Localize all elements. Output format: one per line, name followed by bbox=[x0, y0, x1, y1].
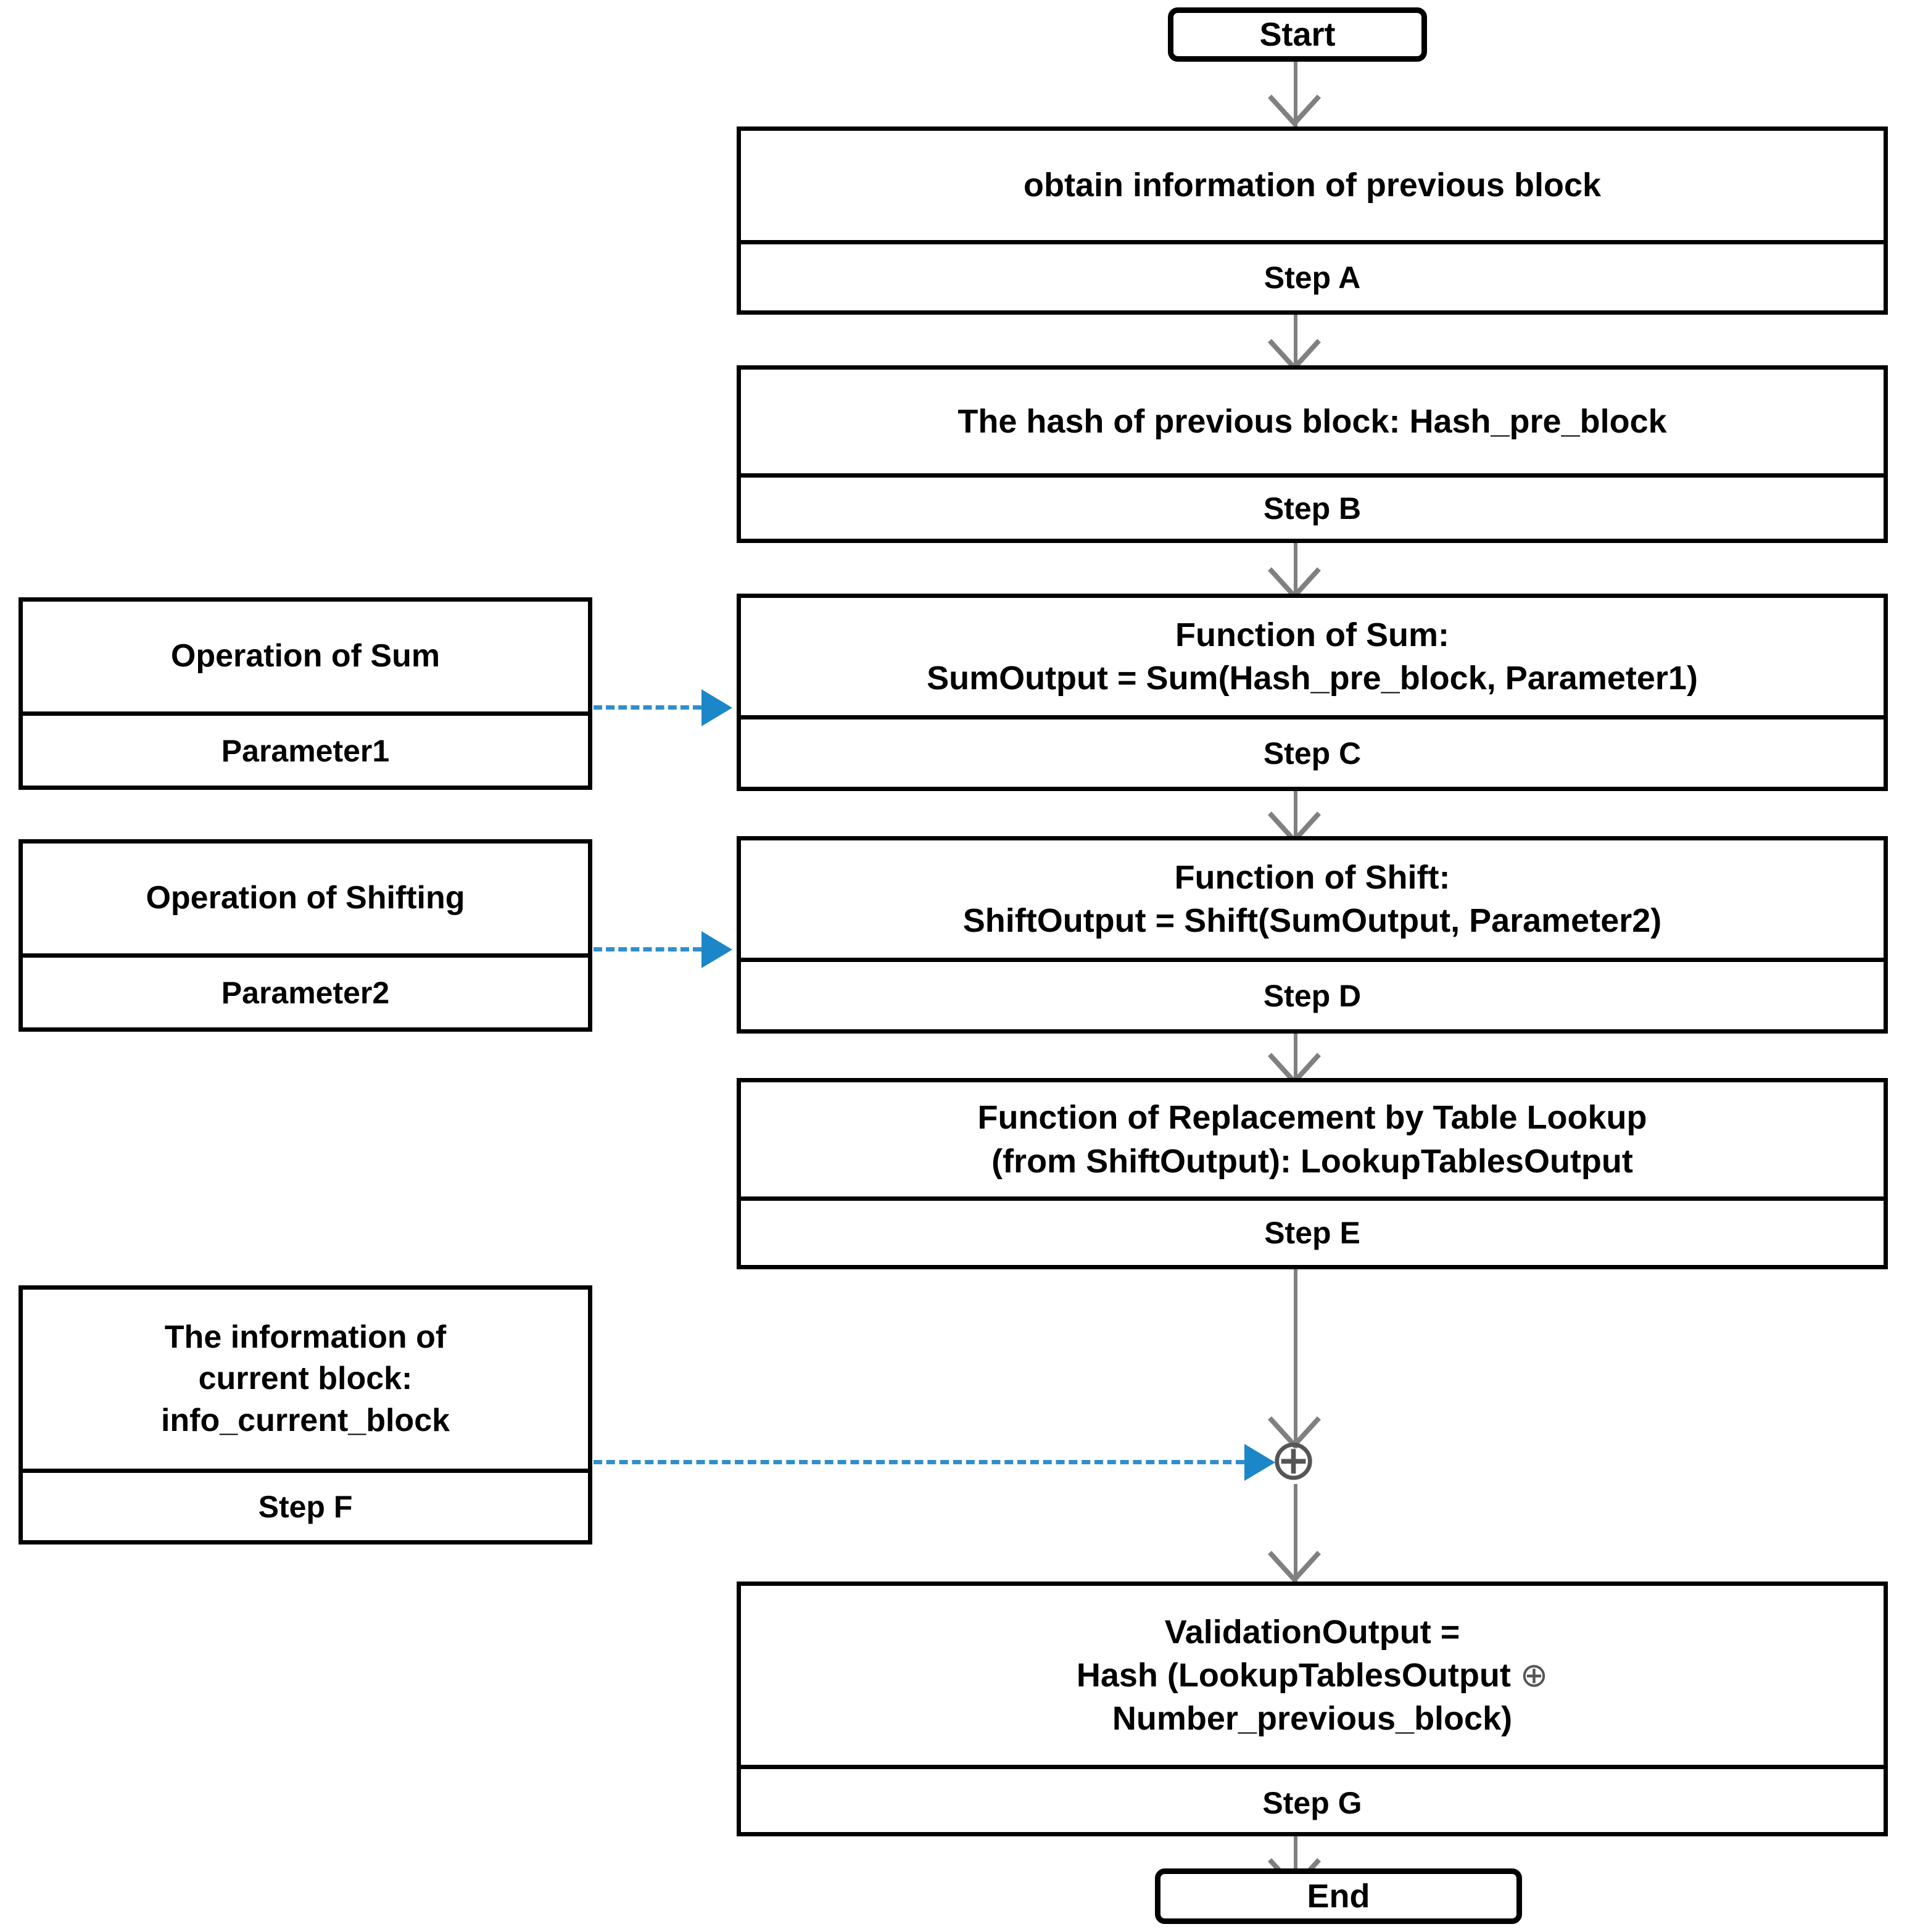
node-step-d-divider bbox=[741, 958, 1884, 962]
node-step-g-line1: ValidationOutput = bbox=[1164, 1613, 1460, 1651]
connector-b-to-c bbox=[1294, 543, 1297, 602]
node-step-d-line2: ShiftOutput = Shift(SumOutput, Parameter… bbox=[962, 902, 1662, 939]
node-step-e-line1: Function of Replacement by Table Lookup bbox=[977, 1099, 1647, 1137]
connector-d-to-e bbox=[1294, 1034, 1297, 1087]
node-operation-of-shifting-step: Parameter2 bbox=[221, 975, 390, 1010]
node-step-g-line3: Number_previous_block) bbox=[1112, 1700, 1513, 1738]
node-step-g: ValidationOutput = Hash (LookupTablesOut… bbox=[737, 1582, 1888, 1836]
node-step-e-line2: (from ShiftOutput): LookupTablesOutput bbox=[991, 1142, 1633, 1180]
node-info-current-block-body: The information of current block: info_c… bbox=[23, 1290, 588, 1469]
node-info-current-block-line2: current block: bbox=[198, 1361, 413, 1397]
connector-xor-to-g bbox=[1294, 1484, 1297, 1586]
terminator-end-label: End bbox=[1307, 1878, 1370, 1915]
node-step-b-step: Step B bbox=[1263, 491, 1362, 526]
node-step-e-step: Step E bbox=[1264, 1216, 1360, 1250]
node-info-current-block-line3: info_current_block bbox=[160, 1402, 450, 1438]
node-info-current-block-line1: The information of bbox=[164, 1319, 447, 1355]
connector-e-to-xor bbox=[1294, 1269, 1297, 1448]
node-step-g-line2-text: Hash (LookupTablesOutput bbox=[1076, 1656, 1511, 1694]
node-operation-of-sum-divider bbox=[23, 711, 588, 716]
terminator-start: Start bbox=[1168, 7, 1427, 62]
node-step-a-divider bbox=[741, 240, 1884, 244]
node-step-c-line1: Function of Sum: bbox=[1175, 616, 1449, 653]
node-operation-of-sum-step: Parameter1 bbox=[221, 733, 390, 768]
node-step-c-divider bbox=[741, 715, 1884, 719]
dashed-connector-f-to-xor bbox=[594, 1460, 1244, 1464]
node-step-b-divider bbox=[741, 473, 1884, 478]
node-step-g-line2: Hash (LookupTablesOutput ⊕ bbox=[1077, 1654, 1548, 1697]
node-operation-of-sum: Operation of Sum Parameter1 bbox=[19, 597, 592, 790]
node-step-a: obtain information of previous block Ste… bbox=[737, 126, 1888, 315]
node-step-c-body: Function of Sum: SumOutput = Sum(Hash_pr… bbox=[741, 598, 1884, 715]
dashed-connector-shift-to-d bbox=[594, 947, 701, 951]
connector-g-to-end bbox=[1294, 1836, 1297, 1895]
node-operation-of-shifting: Operation of Shifting Parameter2 bbox=[19, 839, 592, 1032]
node-step-d: Function of Shift: ShiftOutput = Shift(S… bbox=[737, 836, 1888, 1034]
node-step-a-step: Step A bbox=[1264, 260, 1361, 295]
node-operation-of-sum-body: Operation of Sum bbox=[170, 638, 441, 674]
node-step-c-step: Step C bbox=[1263, 736, 1362, 771]
dashed-arrowhead-f-to-xor bbox=[1244, 1444, 1275, 1481]
node-step-e-body: Function of Replacement by Table Lookup … bbox=[741, 1082, 1884, 1196]
node-step-b-body: The hash of previous block: Hash_pre_blo… bbox=[958, 402, 1667, 440]
dashed-arrowhead-shift-to-d bbox=[701, 931, 732, 968]
node-step-g-body: ValidationOutput = Hash (LookupTablesOut… bbox=[741, 1586, 1884, 1765]
terminator-start-label: Start bbox=[1259, 16, 1336, 53]
dashed-connector-sum-to-c bbox=[594, 705, 701, 710]
dashed-arrowhead-sum-to-c bbox=[701, 689, 732, 726]
connector-start-to-a bbox=[1294, 62, 1297, 126]
node-operation-of-shifting-divider bbox=[23, 953, 588, 958]
xor-junction-icon: ⊕ bbox=[1270, 1428, 1318, 1491]
node-step-g-step: Step G bbox=[1262, 1785, 1362, 1820]
node-step-d-line1: Function of Shift: bbox=[1174, 858, 1450, 896]
node-info-current-block: The information of current block: info_c… bbox=[19, 1285, 592, 1544]
connector-a-to-b bbox=[1294, 315, 1297, 373]
node-info-current-block-step: Step F bbox=[258, 1490, 353, 1524]
node-step-g-divider bbox=[741, 1765, 1884, 1769]
node-step-a-body: obtain information of previous block bbox=[1023, 167, 1602, 204]
node-step-d-body: Function of Shift: ShiftOutput = Shift(S… bbox=[741, 840, 1884, 958]
node-step-e: Function of Replacement by Table Lookup … bbox=[737, 1078, 1888, 1269]
node-step-c-line2: SumOutput = Sum(Hash_pre_block, Paramete… bbox=[927, 660, 1698, 697]
connector-c-to-d bbox=[1294, 791, 1297, 847]
node-step-c: Function of Sum: SumOutput = Sum(Hash_pr… bbox=[737, 594, 1888, 791]
inline-xor-icon: ⊕ bbox=[1520, 1656, 1549, 1694]
node-operation-of-shifting-body: Operation of Shifting bbox=[146, 880, 465, 916]
node-step-e-divider bbox=[741, 1196, 1884, 1201]
node-info-current-block-divider bbox=[23, 1469, 588, 1473]
terminator-end: End bbox=[1155, 1868, 1522, 1924]
node-step-d-step: Step D bbox=[1263, 978, 1362, 1013]
node-step-b: The hash of previous block: Hash_pre_blo… bbox=[737, 365, 1888, 543]
